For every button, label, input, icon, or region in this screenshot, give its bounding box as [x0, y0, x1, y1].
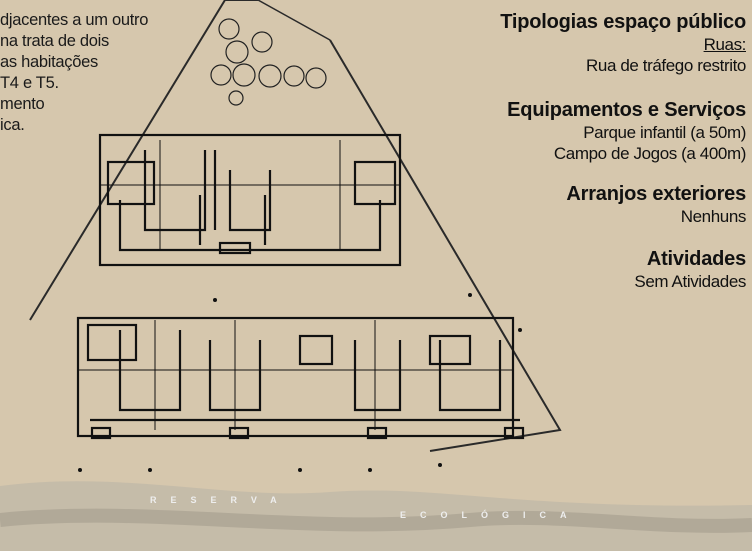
heading-activities: Atividades: [646, 248, 746, 270]
note-line: djacentes a um outro: [0, 11, 149, 29]
plan-marks: [78, 293, 522, 472]
site-boundary-right: [329, 39, 562, 452]
note-line: na trata de dois: [0, 32, 109, 50]
left-description-note: djacentes a um outro na trata de dois as…: [0, 10, 200, 136]
heading-outdoor-arrangements: Arranjos exteriores: [566, 183, 746, 205]
note-line: as habitações: [0, 53, 98, 71]
upper-building-block: [98, 133, 402, 267]
public-space-info-panel: Tipologias espaço público Ruas: Rua de t…: [416, 10, 746, 292]
reserve-label-2: ECOLÓGICA: [400, 510, 581, 520]
tree-symbols: [210, 18, 327, 106]
reserve-label-1: RESERVA: [150, 495, 291, 505]
heading-equipment-services: Equipamentos e Serviços: [507, 99, 746, 121]
activities-value: Sem Atividades: [634, 272, 746, 291]
service-sports-field: Campo de Jogos (a 400m): [553, 144, 746, 163]
service-playground: Parque infantil (a 50m): [583, 123, 746, 142]
outdoor-arrangements-value: Nenhuns: [680, 207, 747, 226]
lower-building-block: [76, 316, 525, 440]
streets-value: Rua de tráfego restrito: [586, 56, 746, 75]
site-boundary: [29, 0, 258, 321]
note-line: mento: [0, 95, 45, 113]
heading-public-space-types: Tipologias espaço público: [500, 11, 746, 33]
note-line: T4 e T5.: [0, 74, 59, 92]
note-line: ica.: [0, 116, 25, 134]
streets-label: Ruas:: [703, 35, 747, 54]
reserve-band: [0, 481, 752, 551]
